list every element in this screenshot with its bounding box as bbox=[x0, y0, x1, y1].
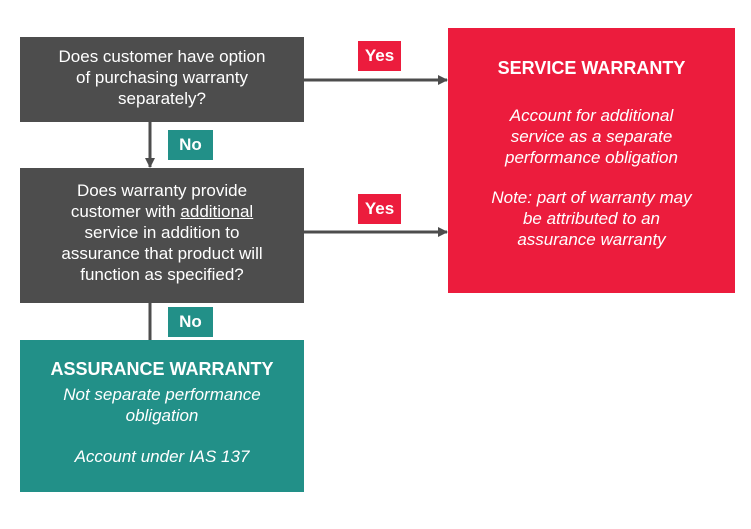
underlined-term: additional bbox=[180, 202, 254, 221]
question-line: assurance that product will bbox=[61, 244, 263, 263]
text-line: assurance warranty bbox=[517, 230, 666, 249]
question-purchase-separately: Does customer have option of purchasing … bbox=[20, 37, 304, 122]
text-line: obligation bbox=[125, 406, 199, 425]
text-line: be attributed to an bbox=[522, 209, 661, 228]
question-additional-service: Does warranty provide customer with addi… bbox=[20, 168, 304, 303]
assurance-warranty-description: Not separate performance obligation bbox=[20, 384, 304, 426]
question-line: Does customer have option bbox=[58, 47, 266, 66]
assurance-warranty-note: Account under IAS 137 bbox=[20, 446, 304, 467]
yes-label-1: Yes bbox=[358, 41, 401, 71]
assurance-warranty-title: ASSURANCE WARRANTY bbox=[50, 359, 274, 379]
text-line: performance obligation bbox=[505, 148, 678, 167]
text-line: Account for additional bbox=[509, 106, 674, 125]
text-line: service as a separate bbox=[510, 127, 673, 146]
question-line: customer with additional bbox=[20, 201, 304, 222]
question-text: customer with bbox=[70, 202, 181, 221]
no-label-1: No bbox=[168, 130, 213, 160]
yes-label-2: Yes bbox=[358, 194, 401, 224]
no-label-2: No bbox=[168, 307, 213, 337]
service-warranty-box: SERVICE WARRANTY Account for additional … bbox=[448, 28, 735, 293]
service-warranty-title: SERVICE WARRANTY bbox=[497, 58, 686, 78]
question-line: service in addition to bbox=[84, 223, 240, 242]
question-line: separately? bbox=[118, 89, 206, 108]
text-line: Note: part of warranty may bbox=[491, 188, 692, 207]
service-warranty-description: Account for additional service as a sepa… bbox=[448, 105, 735, 168]
assurance-warranty-box: ASSURANCE WARRANTY Not separate performa… bbox=[20, 340, 304, 492]
text-line: Account under IAS 137 bbox=[74, 447, 250, 466]
question-line: function as specified? bbox=[80, 265, 244, 284]
question-line: of purchasing warranty bbox=[76, 68, 248, 87]
text-line: Not separate performance bbox=[63, 385, 261, 404]
question-line: Does warranty provide bbox=[76, 181, 248, 200]
service-warranty-note: Note: part of warranty may be attributed… bbox=[448, 187, 735, 250]
